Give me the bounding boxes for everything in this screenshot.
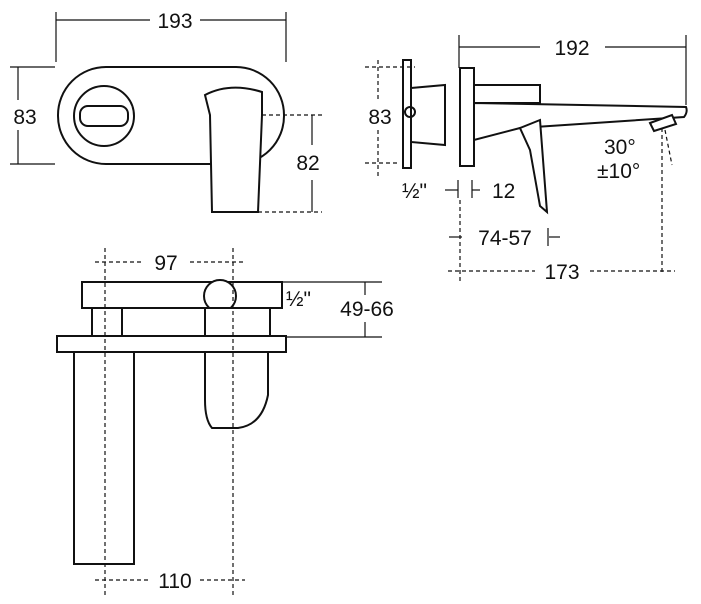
plate-thickness-label: 12 [492,180,515,203]
wall-plate-top [56,335,287,353]
centres-label: 97 [154,252,177,275]
front-width-label: 193 [157,10,192,33]
top-view: 97 ½" 49-66 110 [56,248,394,595]
spout-length-label: 110 [158,570,191,593]
side-height-label: 83 [368,106,391,129]
spout-top [73,351,135,565]
lever-top [204,351,269,429]
spout [473,101,688,142]
valve-body [81,281,283,309]
lever-handle [203,86,263,213]
lever-height-label: 82 [296,152,319,175]
front-view: 193 83 82 [10,10,322,213]
wall-depth-label: 74-57 [478,227,532,250]
wall-flange [459,67,475,167]
top-thread-label: ½" [286,288,311,311]
side-lever [518,118,549,215]
backplate [402,59,412,169]
angle-tolerance-label: ±10° [597,160,640,183]
aerator-outlet [73,85,135,147]
projection-label: 192 [554,37,589,60]
depth-label: 49-66 [340,298,394,321]
outlet-distance-label: 173 [544,261,579,284]
spout-angle-label: 30° [604,136,636,159]
front-height-label: 83 [13,106,36,129]
side-view: 192 83 ½" 12 30° ±10° 74-57 173 [365,35,688,284]
side-thread-label: ½" [402,180,427,203]
